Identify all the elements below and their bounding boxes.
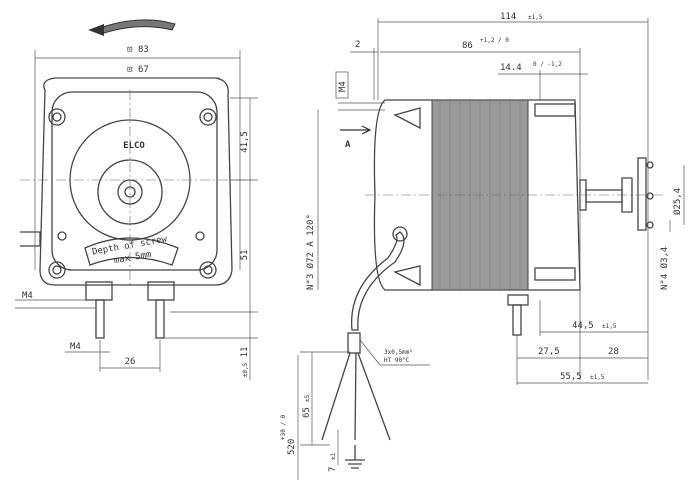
front-view: ELCO Depth of screw max 5mm ⊡ 83 ⊡ 67 41…	[15, 45, 258, 380]
dim-outer-square: ⊡ 83	[127, 45, 149, 55]
dim-strip-tol: ±5	[304, 394, 311, 402]
dim-upper: 41,5	[240, 131, 250, 153]
dim-m4: M4	[338, 81, 348, 92]
dim-b: 28	[608, 347, 619, 357]
elco-logo: ELCO	[123, 141, 145, 151]
view-arrow-icon	[340, 125, 372, 135]
flange-holes: N°4 Ø3,4	[659, 247, 670, 290]
dim-c: 55,5	[560, 372, 582, 382]
dim-end-tol: ±1	[330, 452, 337, 460]
dim-strip: 65	[302, 407, 312, 418]
dim-cable-tol: +30 / 0	[280, 414, 287, 440]
cable-spec: 3x0,5mm²	[384, 349, 413, 356]
rotation-arrow-icon	[88, 19, 176, 36]
dim-stud: 11	[240, 347, 250, 358]
dim-lower: 51	[240, 250, 250, 261]
dim-shaft: 44,5	[572, 321, 594, 331]
dim-c-tol: ±1,5	[590, 374, 605, 381]
dim-a: 27,5	[538, 347, 560, 357]
dim-total-tol: ±1,5	[528, 14, 543, 21]
dim-cable: 520	[287, 439, 297, 455]
dim-stud-tol: ±0,5	[242, 362, 249, 377]
holes-note: N°3 Ø72 A 120°	[305, 214, 316, 290]
side-view: 114 ±1,5 86 +1,2 / 0 14.4 0 / -1,2 2 M4 …	[280, 12, 685, 480]
flange-diameter: Ø25,4	[672, 188, 683, 215]
dim-end: 7	[328, 467, 338, 472]
dim-body-tol: +1,2 / 0	[480, 37, 509, 44]
dim-bracket-tol: 0 / -1,2	[533, 61, 562, 68]
view-label: A	[345, 140, 351, 150]
dim-total: 114	[500, 12, 516, 22]
dim-m4-side: M4	[22, 291, 33, 301]
dim-shaft-tol: ±1,5	[602, 323, 617, 330]
cable-rating: HT 90°C	[384, 357, 410, 364]
dim-offset: 2	[355, 40, 360, 50]
dim-bracket: 14.4	[500, 63, 522, 73]
dim-m4-bottom: M4	[70, 342, 81, 352]
dim-body: 86	[462, 41, 473, 51]
dim-inner-square: ⊡ 67	[127, 65, 149, 75]
dim-stud-spacing: 26	[125, 357, 136, 367]
